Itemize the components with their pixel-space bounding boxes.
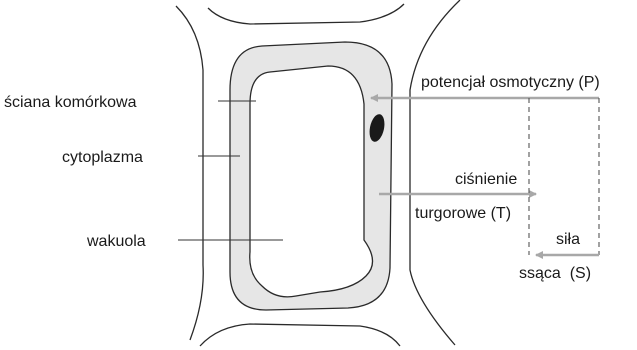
osmotic-potential-label: potencjał osmotyczny (P) (421, 74, 600, 91)
cytoplasm-label: cytoplazma (62, 149, 143, 166)
turgor-pressure-label-line1: ciśnienie (455, 171, 517, 188)
suction-force-label-line1: siła (556, 231, 580, 248)
suction-force-label-line2: ssąca (S) (519, 265, 591, 282)
turgor-pressure-label-line2: turgorowe (T) (415, 205, 511, 222)
neighbour-wall-bottom (200, 324, 400, 346)
neighbour-wall-top (208, 4, 404, 24)
vacuole (250, 66, 373, 297)
vacuole-label: wakuola (86, 233, 146, 250)
cell-wall-label: ściana komórkowa (4, 94, 137, 111)
neighbour-wall-right (410, 0, 460, 345)
neighbour-wall-left (176, 6, 203, 340)
